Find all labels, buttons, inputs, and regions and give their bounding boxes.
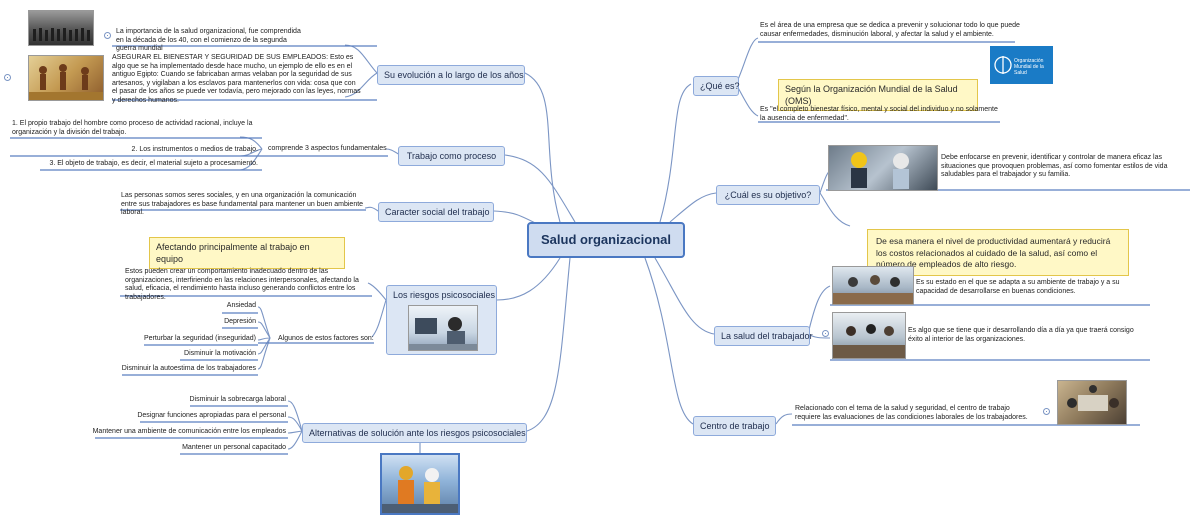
note-centro: Relacionado con el tema de la salud y se…	[795, 405, 1028, 421]
topic-caracter-social[interactable]: Caracter social del trabajo	[378, 202, 494, 222]
item-aspecto-2: 2. Los instrumentos o medios de trabajo.	[131, 146, 258, 153]
meeting-image	[832, 312, 906, 359]
item-aspecto-1: 1. El propio trabajo del hombre como pro…	[12, 120, 253, 136]
workplace-overhead-image	[1057, 380, 1127, 425]
factor-inseguridad: Perturbar la seguridad (inseguridad)	[143, 335, 256, 342]
central-topic[interactable]: Salud organizacional	[527, 222, 685, 258]
topic-que-es[interactable]: ¿Qué es?	[693, 76, 740, 96]
riesgos-label: Los riesgos psicosociales	[393, 290, 496, 300]
callout-trabajo-equipo: Afectando principalmente al trabajo en e…	[149, 237, 345, 269]
note-que-es-1: Es el área de una empresa que se dedica …	[760, 22, 1020, 38]
callout-oms: Según la Organización Mundial de la Salu…	[778, 79, 978, 111]
note-objetivo: Debe enfocarse en prevenir, identificar …	[941, 154, 1168, 179]
note-que-es-2: Es "el completo bienestar físico, mental…	[760, 106, 998, 122]
note-salud-2: Es algo que se tiene que ir desarrolland…	[908, 327, 1134, 343]
link-icon[interactable]	[1043, 408, 1050, 415]
sub-aspectos: comprende 3 aspectos fundamentales	[268, 145, 387, 152]
factor-ansiedad: Ansiedad	[226, 302, 256, 309]
topic-alternativas[interactable]: Alternativas de solución ante los riesgo…	[302, 423, 527, 443]
factor-motivacion: Disminuir la motivación	[184, 350, 256, 357]
masked-workers-image	[828, 145, 938, 191]
note-evolucion-1: La importancia de la salud organizaciona…	[116, 28, 301, 53]
stressed-worker-image	[408, 305, 478, 351]
factores-label: Algunos de estos factores son:	[278, 335, 374, 342]
topic-salud-trabajador[interactable]: La salud del trabajador	[714, 326, 813, 346]
link-icon[interactable]	[4, 74, 11, 81]
note-social: Las personas somos seres sociales, y en …	[121, 192, 364, 217]
alt-capacitado: Mantener un personal capacitado	[182, 444, 286, 451]
link-icon[interactable]	[104, 32, 111, 39]
topic-centro-trabajo[interactable]: Centro de trabajo	[693, 416, 776, 436]
workers-helmets-image	[380, 453, 460, 515]
item-aspecto-3: 3. El objeto de trabajo, es decir, el ma…	[49, 160, 258, 167]
link-icon[interactable]	[822, 330, 829, 337]
callout-productividad: De esa manera el nivel de productividad …	[867, 229, 1129, 276]
topic-evolucion[interactable]: Su evolución a lo largo de los años	[377, 65, 525, 85]
who-logo-image: Organización Mundial de la Salud	[990, 46, 1053, 84]
who-logo-text: Organización Mundial de la Salud	[1014, 58, 1044, 76]
note-salud-1: Es su estado en el que se adapta a su am…	[916, 279, 1120, 295]
office-team-image	[832, 266, 914, 305]
note-riesgos: Estos pueden crear un comportamiento ina…	[125, 268, 359, 301]
alt-sobrecarga: Disminuir la sobrecarga laboral	[189, 396, 287, 403]
factor-depresion: Depresión	[224, 318, 256, 325]
war-photo-image	[28, 10, 94, 46]
alt-funciones: Designar funciones apropiadas para el pe…	[137, 412, 286, 419]
egypt-artwork-image	[28, 55, 104, 101]
note-evolucion-2: ASEGURAR EL BIENESTAR Y SEGURIDAD DE SUS…	[112, 54, 361, 104]
topic-objetivo[interactable]: ¿Cuál es su objetivo?	[716, 185, 820, 205]
alt-comunicacion: Mantener una ambiente de comunicación en…	[92, 428, 286, 435]
factor-autoestima: Disminuir la autoestima de los trabajado…	[121, 365, 256, 372]
topic-trabajo-proceso[interactable]: Trabajo como proceso	[398, 146, 505, 166]
